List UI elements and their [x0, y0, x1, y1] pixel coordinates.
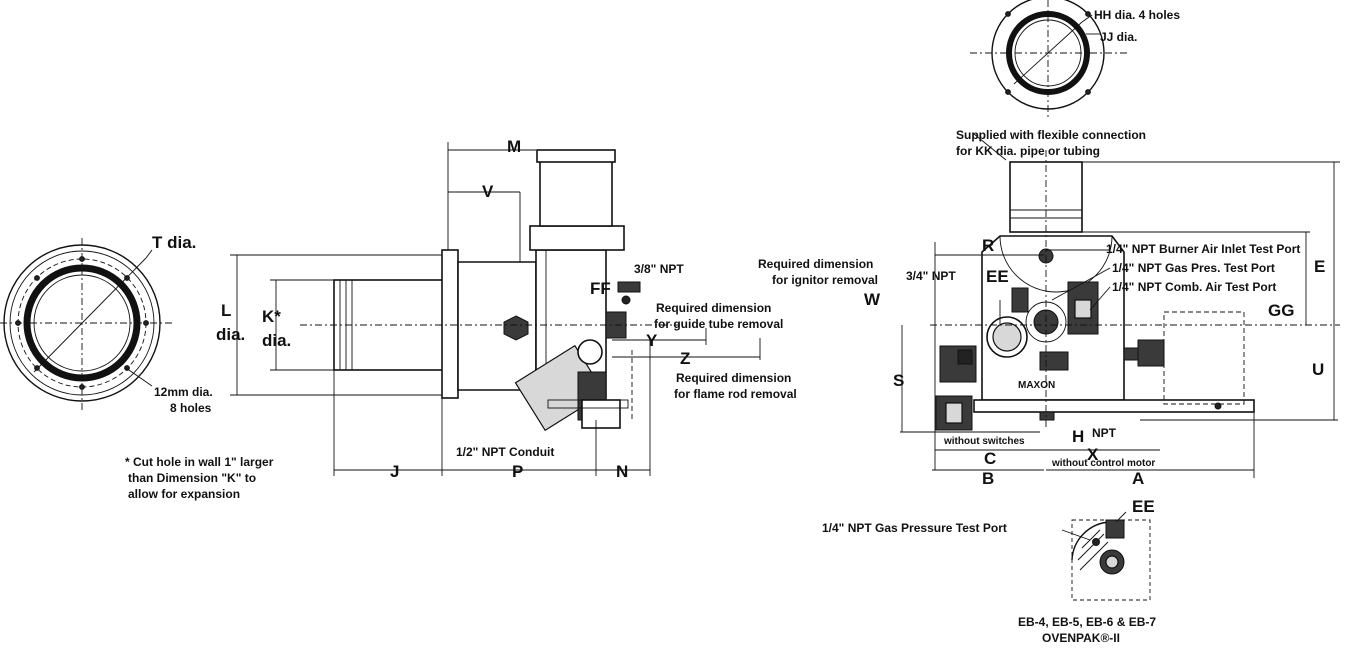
cut-note-line2: than Dimension "K" to — [128, 471, 256, 485]
l-dia-label: dia. — [216, 325, 245, 344]
k-label: K* — [262, 307, 281, 326]
n-label: N — [616, 462, 628, 481]
holes-count-label: 8 holes — [170, 401, 212, 415]
ff-label: FF — [590, 279, 611, 298]
gas-port-detail-view — [1061, 511, 1151, 601]
comb-air-port-label: 1/4" NPT Comb. Air Test Port — [1112, 280, 1276, 294]
b-label: B — [982, 469, 994, 488]
z-label: Z — [680, 349, 690, 368]
c-label: C — [984, 449, 996, 468]
t-dia-label: T dia. — [152, 233, 196, 252]
gas-pres-port-label: 1/4" NPT Gas Pres. Test Port — [1112, 261, 1275, 275]
h-npt-label: NPT — [1092, 426, 1117, 440]
cut-note-line1: * Cut hole in wall 1" larger — [125, 455, 274, 469]
gg-label: GG — [1268, 301, 1294, 320]
jj-label: JJ dia. — [1100, 30, 1137, 44]
hh-label: HH dia. 4 holes — [1094, 8, 1180, 22]
flame-rod-line2: for flame rod removal — [674, 387, 797, 401]
gas-pressure-port-label: 1/4" NPT Gas Pressure Test Port — [822, 521, 1007, 535]
l-label: L — [221, 301, 231, 320]
burner-air-port-label: 1/4" NPT Burner Air Inlet Test Port — [1106, 242, 1300, 256]
ee-detail-label: EE — [1132, 497, 1155, 516]
npt-3-8-label: 3/8" NPT — [634, 262, 684, 276]
v-label: V — [482, 182, 494, 201]
s-label: S — [893, 371, 904, 390]
ignitor-line2: for ignitor removal — [772, 273, 878, 287]
supplied-line1: Supplied with flexible connection — [956, 128, 1146, 142]
side-view — [230, 142, 761, 476]
k-dia-label: dia. — [262, 331, 291, 350]
ignitor-line1: Required dimension — [758, 257, 873, 271]
j-label: J — [390, 462, 399, 481]
h-label: H — [1072, 427, 1084, 446]
holes-12mm-label: 12mm dia. — [154, 385, 213, 399]
x-label: X — [1087, 445, 1099, 464]
cut-note-line3: allow for expansion — [128, 487, 240, 501]
front-flange-view — [0, 238, 172, 412]
maxon-label: MAXON — [1018, 380, 1055, 391]
conduit-label: 1/2" NPT Conduit — [456, 445, 554, 459]
ee-label: EE — [986, 267, 1009, 286]
flame-rod-line1: Required dimension — [676, 371, 791, 385]
without-switches-label: without switches — [943, 436, 1025, 447]
guide-tube-line1: Required dimension — [656, 301, 771, 315]
w-label: W — [864, 290, 881, 309]
end-view — [900, 133, 1340, 478]
a-label: A — [1132, 469, 1144, 488]
e-label: E — [1314, 257, 1325, 276]
npt-3-4-label: 3/4" NPT — [906, 269, 956, 283]
u-label: U — [1312, 360, 1324, 379]
without-control-motor-label: without control motor — [1051, 458, 1155, 469]
y-label: Y — [646, 331, 658, 350]
guide-tube-line2: for guide tube removal — [654, 317, 783, 331]
p-label: P — [512, 462, 523, 481]
top-flange-view — [970, 0, 1130, 118]
r-label: R — [982, 236, 994, 255]
models-label: EB-4, EB-5, EB-6 & EB-7 — [1018, 615, 1156, 629]
supplied-line2: for KK dia. pipe or tubing — [956, 144, 1100, 158]
m-label: M — [507, 137, 521, 156]
product-label: OVENPAK®-II — [1042, 631, 1120, 645]
